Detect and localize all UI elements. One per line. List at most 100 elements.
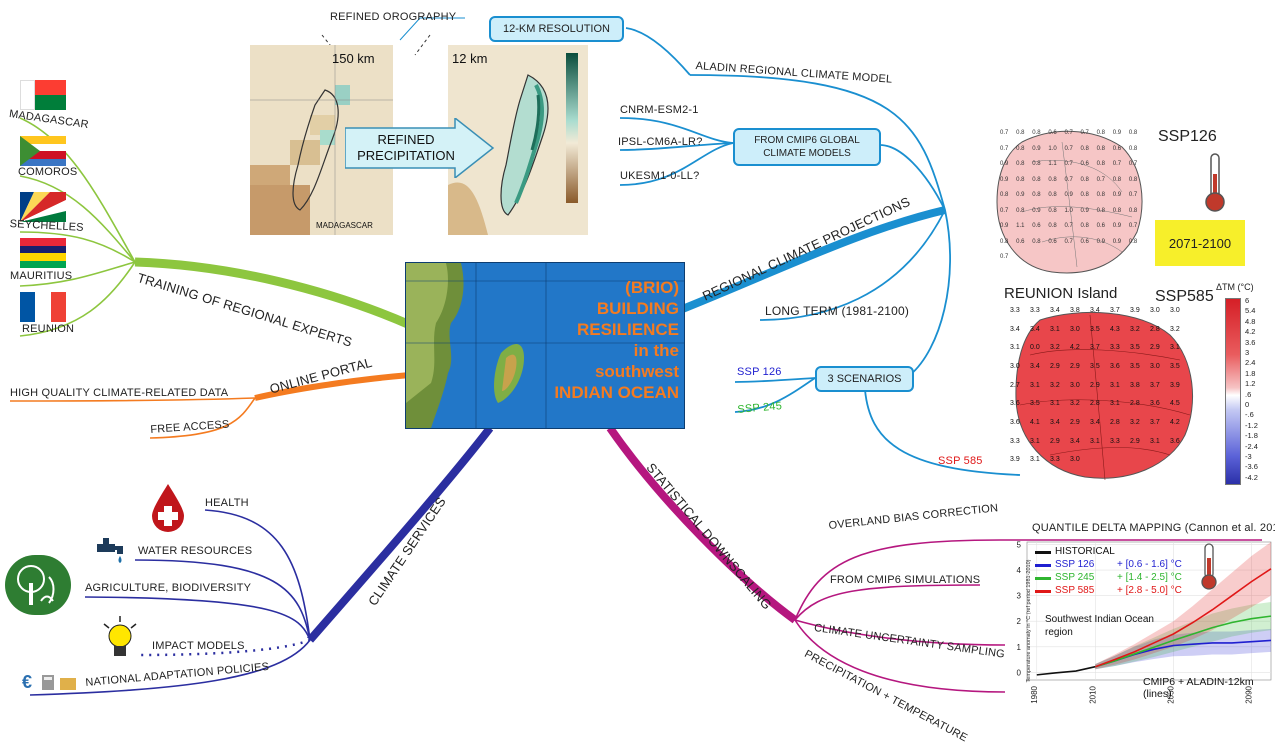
chart-xlabel: CMIP6 + ALADIN-12km (lines) (1143, 676, 1254, 700)
chart-x-tick: 2010 (1088, 685, 1097, 703)
grid-cell-value: 0.8 (1032, 192, 1041, 199)
grid-cell-value: 2.8 (1150, 325, 1160, 333)
grid-cell-value: 0.6 (1016, 238, 1025, 245)
grid-cell-value: 2.7 (1010, 381, 1020, 389)
grid-cell-value: 1.0 (1064, 207, 1073, 214)
chart-region-note: Southwest Indian Ocean region (1045, 613, 1154, 639)
grid-cell-value: 0.9 (1000, 223, 1009, 230)
grid-cell-value: 0.9 (1032, 207, 1041, 214)
scenarios-box: 3 SCENARIOS (815, 366, 914, 392)
grid-cell-value: 0.8 (1128, 145, 1138, 152)
grid-cell-value: 2.8 (1090, 400, 1100, 408)
grid-cell-value: 3.9 (1010, 456, 1020, 464)
grid-cell-value: 3.3 (1030, 307, 1040, 314)
map-country-label: MADAGASCAR (316, 221, 373, 230)
service-item-water: WATER RESOURCES (138, 545, 253, 557)
colorbar-tick: 1.8 (1245, 368, 1256, 378)
grid-cell-value: 3.8 (1130, 381, 1140, 389)
flag-comoros-icon (20, 136, 66, 166)
grid-cell-value: 2.9 (1050, 437, 1060, 445)
grid-cell-value: 3.0 (1170, 307, 1180, 314)
grid-cell-value: 3.5 (1170, 363, 1180, 370)
lightbulb-icon (100, 616, 140, 662)
grid-cell-value: 0.7 (1096, 176, 1105, 183)
chart-x-tick: 1980 (1030, 685, 1039, 703)
grid-cell-value: 3.4 (1090, 307, 1100, 314)
chart-y-tick: 3 (1017, 592, 1022, 601)
legend-label: HISTORICAL (1055, 546, 1115, 557)
grid-cell-value: 3.4 (1030, 325, 1040, 333)
grid-cell-value: 3.5 (1130, 363, 1140, 370)
legend-swatch (1035, 564, 1051, 567)
colorbar-tick: -3.6 (1245, 462, 1258, 472)
center-title-line: BUILDING (596, 299, 679, 318)
grid-cell-value: 0.7 (1128, 192, 1138, 199)
grid-cell-value: 3.6 (1170, 437, 1180, 445)
grid-cell-value: 3.2 (1070, 400, 1080, 408)
ssp126-value-grid: 0.7 0.8 0.8 0.6 0.7 0.7 0.8 0.9 0.8 0.7 0.8 0.9 1.0 0… (1000, 130, 1148, 275)
resolution-box: 12-KM RESOLUTION (489, 16, 624, 42)
chart-x-tick: 2090 (1244, 685, 1253, 703)
grid-cell-value: 2.8 (1110, 419, 1120, 426)
chart-region-note-line: Southwest Indian Ocean (1045, 614, 1154, 625)
legend-label: SSP 126 (1055, 559, 1095, 570)
colorbar-tick: 3.6 (1245, 337, 1256, 347)
flag-mauritius-icon (20, 238, 66, 268)
fine-map-scale-label: 12 km (452, 51, 488, 66)
grid-cell-value: 0.7 (1000, 130, 1009, 136)
grid-cell-value: 3.0 (1150, 307, 1160, 314)
legend-range: + [2.8 - 5.0] °C (1117, 585, 1182, 596)
grid-cell-value: 4.2 (1170, 419, 1180, 426)
grid-cell-value: 0.8 (1048, 223, 1057, 230)
flag-madagascar-icon (20, 80, 66, 110)
svg-text:€: € (22, 672, 32, 692)
legend-swatch (1035, 551, 1051, 554)
grid-cell-value: 0.8 (1128, 130, 1138, 136)
chart-y-tick: 1 (1017, 643, 1022, 652)
grid-cell-value: 0.7 (1064, 130, 1073, 136)
center-title-line: southwest (594, 362, 679, 381)
grid-cell-value: 0.8 (1032, 176, 1041, 183)
grid-cell-value: 3.5 (1030, 400, 1040, 408)
grid-cell-value: 3.4 (1030, 363, 1040, 370)
grid-cell-value: 3.9 (1130, 307, 1140, 314)
grid-cell-value: 0.6 (1080, 161, 1089, 168)
model-ukesm: UKESM1-0-LL? (620, 170, 700, 182)
grid-cell-value: 0.6 (1048, 238, 1057, 245)
country-label: MAURITIUS (10, 270, 73, 282)
grid-cell-value: 0.8 (1016, 176, 1025, 183)
policy-money-icons: € (22, 672, 82, 692)
grid-cell-value: 4.1 (1030, 419, 1040, 426)
scenario-ssp585: SSP 585 (938, 455, 983, 467)
colorbar-tick: 4.2 (1245, 327, 1256, 337)
country-label: REUNION (22, 323, 75, 335)
ssp585-title: SSP585 (1155, 288, 1214, 305)
grid-cell-value: 4.3 (1110, 325, 1120, 333)
colorbar-tick: 5.4 (1245, 306, 1256, 316)
colorbar-tick: 3 (1245, 348, 1250, 357)
legend-range: + [0.6 - 1.6] °C (1117, 559, 1182, 570)
grid-cell-value: 0.8 (1096, 192, 1105, 199)
grid-cell-value: 3.1 (1030, 381, 1040, 389)
colorbar-tick: -1.2 (1245, 420, 1258, 430)
grid-cell-value: 3.0 (1150, 363, 1160, 370)
grid-cell-value: 0.7 (1000, 207, 1009, 214)
grid-cell-value: 3.2 (1170, 325, 1180, 333)
colorbar-tick: 0 (1245, 400, 1250, 409)
grid-cell-value: 0.8 (1032, 238, 1041, 245)
qdm-label: QUANTILE DELTA MAPPING (Cannon et al. 20… (1032, 522, 1275, 534)
country-label: COMOROS (18, 166, 78, 178)
portal-item-data: HIGH QUALITY CLIMATE-RELATED DATA (10, 387, 229, 399)
cmip6-box: FROM CMIP6 GLOBAL CLIMATE MODELS (733, 128, 881, 166)
grid-cell-value: 0.8 (1048, 207, 1057, 214)
grid-cell-value: 3.6 (1110, 363, 1120, 370)
water-tap-icon (95, 538, 129, 564)
grid-cell-value: 3.0 (1010, 363, 1020, 370)
grid-cell-value: 3.7 (1090, 344, 1100, 352)
grid-cell-value: 0.7 (1080, 130, 1089, 136)
grid-cell-value: 0.8 (1016, 145, 1025, 152)
grid-cell-value: 0.9 (1112, 192, 1122, 199)
legend-row: HISTORICAL (1035, 546, 1195, 559)
grid-cell-value: 3.7 (1150, 381, 1160, 389)
